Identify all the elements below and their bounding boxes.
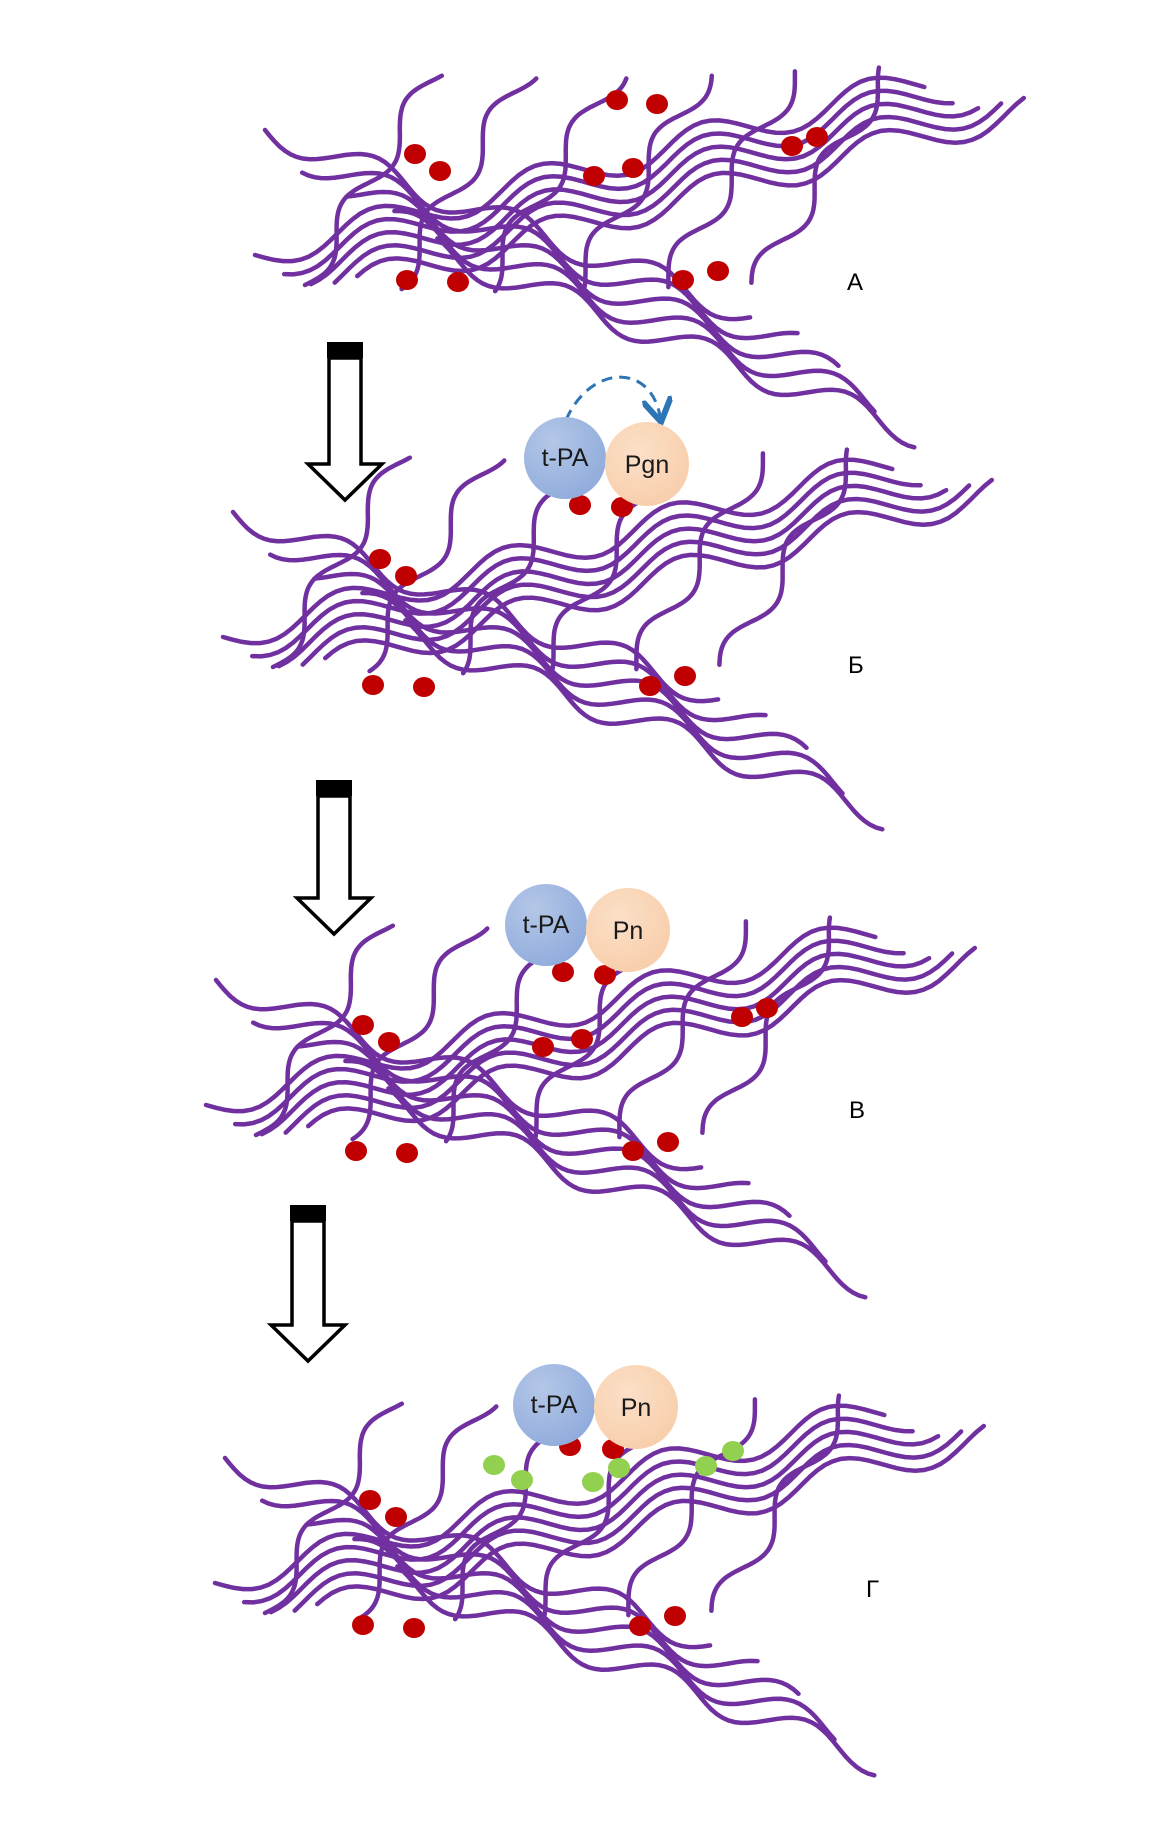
stage-b: t-PA Pgn Б [220,375,995,832]
fibrin-strand [241,1416,915,1605]
fibrin-strand [302,73,445,288]
fibrin-strand [350,926,490,1142]
fibrin-strand [262,1401,405,1616]
fibrin-strand [250,1020,751,1191]
fibrin-strand [399,76,539,292]
fibrin-strand [299,170,800,341]
pgn-label: Pgn [625,451,669,479]
fibrin-strand [322,477,995,661]
fibrin-strand [360,590,845,796]
pgn-molecule: Pgn [605,422,689,506]
stage-label: В [849,1097,865,1124]
fibrin-strand [203,925,878,1114]
binding-sites [352,1436,686,1638]
fibrin-strand [395,1564,877,1778]
fibrin-strand [717,447,850,668]
fibrin-strand [292,1429,964,1613]
fibrin-strand [267,552,768,723]
fibrin-strand [435,236,917,450]
fibrin-strand [220,457,895,646]
fibrin-strand [392,208,877,414]
fibrin-strand [367,458,507,674]
binding-sites [362,495,696,697]
tpa-label: t-PA [531,1391,578,1419]
fibrin-strand [295,1039,792,1219]
fibrin-strand [232,938,906,1127]
fibrin-strand [270,455,413,670]
fibrin-strand [749,65,882,286]
fibrin-strand [354,95,1027,279]
stage-d: t-PA Pn Г [212,1364,987,1778]
fibrin-strand [281,88,955,277]
fibrin-strand [352,1536,837,1742]
tpa-molecule: t-PA [524,417,606,499]
fibrin-strand [213,977,704,1172]
cleaved-fragments [483,1441,744,1492]
stage-a: А [252,65,1027,450]
fibrin-strand [403,618,885,832]
fibrin-strand [249,470,923,659]
fibrin-strand [259,1498,760,1669]
fibrin-strand [666,69,798,290]
pn-label: Pn [621,1394,652,1422]
stage-label: Г [866,1576,879,1603]
tpa-label: t-PA [523,911,570,939]
fibrin-strand [230,509,721,704]
fibrin-strand [222,1455,713,1650]
binding-sites [345,962,778,1163]
fibrin-strand [304,1517,801,1697]
fibrin-strand [343,1058,828,1264]
fibrin-strand [283,951,955,1135]
fibrin-strand [359,1404,499,1620]
fibrin-strand [700,915,833,1136]
stage-label: Б [848,652,864,679]
tpa-molecule: t-PA [513,1364,595,1446]
dashed-curved-arrow-icon [564,375,660,420]
fibrin-strand [314,1423,987,1607]
fibrin-strand [300,483,972,667]
stage-c: t-PA Pn В [203,884,978,1300]
pn-label: Pn [613,917,644,945]
down-arrow-icon [292,780,376,937]
fibrin-mesh [203,915,978,1300]
stage-label: А [847,269,863,296]
pn-molecule: Pn [594,1365,678,1449]
fibrin-strand [312,571,809,751]
down-arrow-icon [266,1205,350,1364]
pn-molecule: Pn [586,888,670,972]
tpa-label: t-PA [542,444,589,472]
binding-sites [396,90,828,292]
fibrin-mesh [252,65,1027,450]
fibrin-strand [253,923,396,1138]
down-arrow-icon [303,342,387,503]
tpa-molecule: t-PA [505,884,587,966]
fibrin-strand [581,73,715,293]
fibrin-strand [626,1397,758,1618]
fibrin-strand [617,919,749,1140]
fibrin-strand [709,1393,842,1614]
fibrin-strand [634,451,766,672]
fibrin-mesh [220,447,995,832]
fibrin-strand [492,76,629,294]
fibrin-strand [344,189,841,369]
fibrin-strand [212,1403,887,1592]
fibrin-strand [332,101,1004,285]
fibrin-strand [386,1086,868,1300]
fibrin-strand [305,945,978,1129]
